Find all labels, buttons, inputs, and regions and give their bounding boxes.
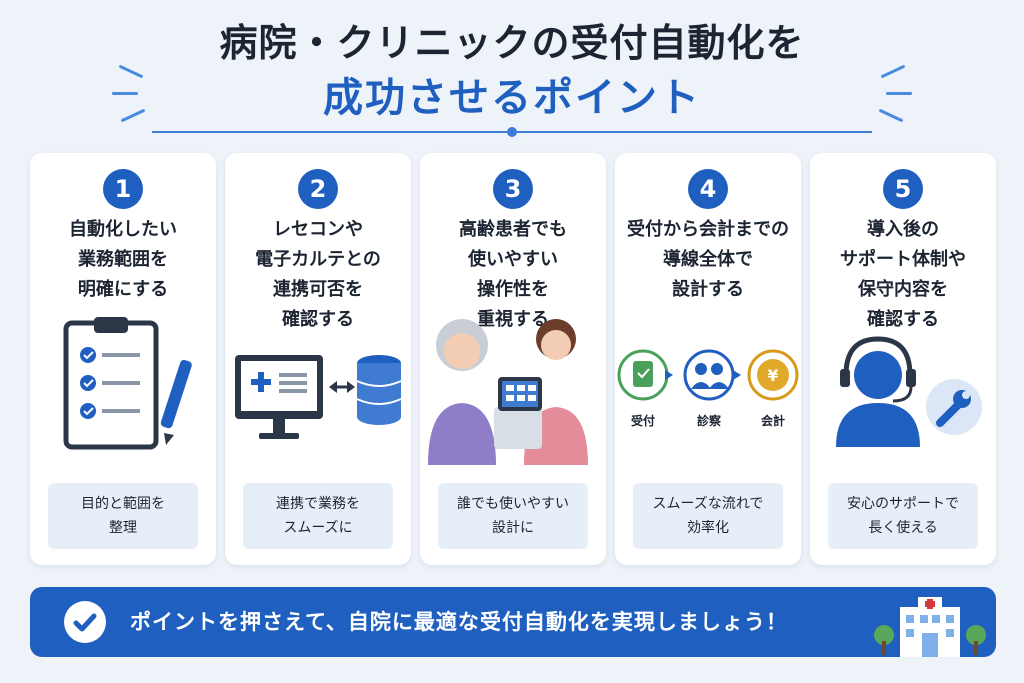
- point-heading: 受付から会計までの 導線全体で 設計する: [627, 219, 789, 300]
- hospital-building-icon: [874, 597, 986, 657]
- point-card-5: 5 導入後の サポート体制や 保守内容を 確認する 安心のサポートで 長く使える: [810, 153, 996, 565]
- point-card-2: 2 レセコンや 電子カルテとの 連携可否を 確認する 連携で業務を スムーズに: [225, 153, 411, 565]
- point-summary: 誰でも使いやすい 設計に: [438, 483, 588, 549]
- check-circle-icon: [64, 601, 106, 643]
- patient-flow-icons: ¥ 受付 診察 会計: [617, 349, 799, 428]
- flow-label-exam: 診察: [697, 413, 722, 428]
- conclusion-banner: ポイントを押さえて、自院に最適な受付自動化を実現しましょう！: [30, 587, 996, 657]
- page-title: 病院・クリニックの受付自動化を 成功させるポイント: [0, 18, 1024, 126]
- point-number-badge: 5: [883, 169, 923, 209]
- flow-label-reception: 受付: [631, 413, 655, 428]
- point-card-1: 1 自動化したい 業務範囲を 明確にする 目的と範囲を 整理: [30, 153, 216, 565]
- point-heading: 導入後の サポート体制や 保守内容を 確認する: [840, 219, 966, 330]
- point-summary: 目的と範囲を 整理: [48, 483, 198, 549]
- clipboard-checklist-icon: [63, 317, 192, 450]
- point-number-badge: 2: [298, 169, 338, 209]
- banner-text: ポイントを押さえて、自院に最適な受付自動化を実現しましょう！: [130, 610, 788, 634]
- elderly-patient-kiosk-illustration: [428, 319, 588, 465]
- sparkle-right-2: [886, 92, 912, 95]
- point-number-badge: 1: [103, 169, 143, 209]
- monitor-database-sync-icon: [235, 355, 402, 439]
- point-cards: 1 自動化したい 業務範囲を 明確にする 目的と範囲を 整理 2 レセコンや: [30, 153, 996, 565]
- title-line-2: 成功させるポイント: [323, 75, 701, 121]
- title-divider-dot: [507, 127, 517, 137]
- point-number-badge: 4: [688, 169, 728, 209]
- point-summary: 安心のサポートで 長く使える: [828, 483, 978, 549]
- point-card-3: 3 高齢患者でも 使いやすい 操作性を 重視する 誰でも使いやすい 設計に: [420, 153, 606, 565]
- flow-label-payment: 会計: [761, 413, 785, 428]
- headset-support-wrench-icon: [836, 336, 982, 447]
- point-heading: 高齢患者でも 使いやすい 操作性を 重視する: [459, 219, 567, 330]
- point-card-4: 4 受付から会計までの 導線全体で 設計する ¥ 受付 診察 会計 スムーズな流…: [615, 153, 801, 565]
- point-heading: レセコンや 電子カルテとの 連携可否を 確認する: [255, 219, 381, 330]
- point-summary: スムーズな流れで 効率化: [633, 483, 783, 549]
- point-heading: 自動化したい 業務範囲を 明確にする: [69, 219, 177, 300]
- svg-text:¥: ¥: [767, 366, 778, 385]
- point-summary: 連携で業務を スムーズに: [243, 483, 393, 549]
- title-line-1: 病院・クリニックの受付自動化を: [219, 21, 805, 65]
- point-number-badge: 3: [493, 169, 533, 209]
- sparkle-left-2: [112, 92, 138, 95]
